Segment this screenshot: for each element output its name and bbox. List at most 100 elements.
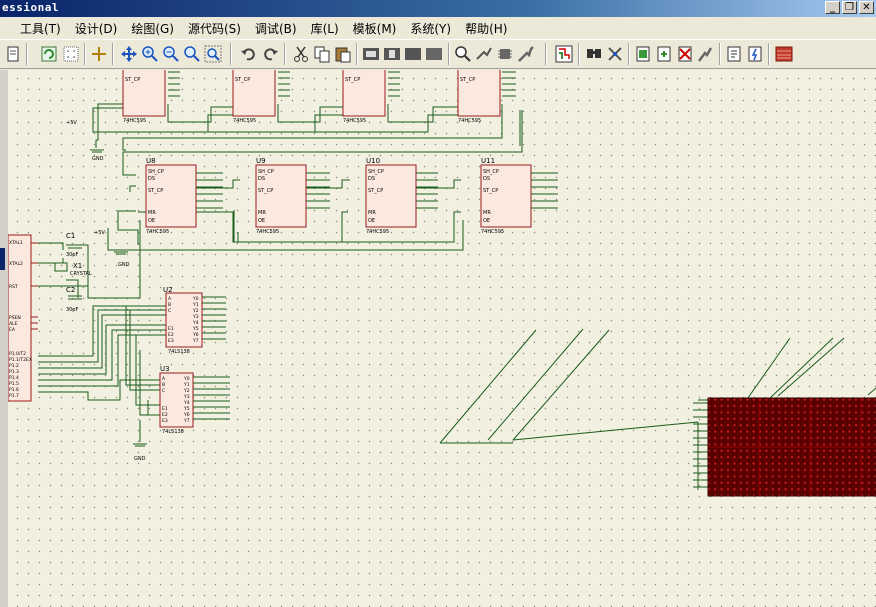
block-delete-icon[interactable] — [425, 45, 443, 63]
power-symbols: +5V GND +5V GND GND — [66, 120, 147, 462]
svg-text:ALE: ALE — [9, 321, 18, 327]
svg-text:P1.3: P1.3 — [9, 369, 19, 375]
svg-text:XTAL2: XTAL2 — [9, 261, 23, 267]
svg-text:ST_CP: ST_CP — [460, 77, 475, 83]
netlist-icon[interactable] — [746, 45, 764, 63]
svg-text:SH_CP: SH_CP — [148, 169, 164, 175]
block-copy-icon[interactable] — [362, 45, 380, 63]
menu-design[interactable]: 设计(D) — [74, 21, 118, 36]
origin-icon[interactable] — [90, 45, 108, 63]
close-button[interactable]: ✕ — [859, 1, 874, 14]
make-device-icon[interactable] — [475, 45, 493, 63]
chip-body[interactable] — [457, 70, 501, 117]
schematic-svg: ST_CP 74HC595 ST_CP 74HC595 ST_CP 74HC59… — [8, 70, 876, 497]
chip-body[interactable] — [122, 70, 166, 117]
minimize-button[interactable]: _ — [825, 1, 840, 14]
svg-text:ST_CP: ST_CP — [125, 77, 140, 83]
svg-text:C: C — [162, 388, 165, 394]
svg-text:GND: GND — [134, 456, 146, 462]
menu-debug[interactable]: 调试(B) — [254, 21, 297, 36]
svg-text:Y6: Y6 — [192, 332, 199, 338]
chip-body[interactable] — [165, 292, 203, 348]
block-move-icon[interactable] — [383, 45, 401, 63]
package-icon[interactable] — [496, 45, 514, 63]
svg-text:E1: E1 — [162, 406, 168, 412]
svg-text:MR: MR — [368, 210, 376, 216]
svg-text:MR: MR — [148, 210, 156, 216]
svg-text:P1.5: P1.5 — [9, 381, 19, 387]
svg-text:Y2: Y2 — [183, 388, 190, 394]
svg-text:OE: OE — [368, 218, 375, 224]
svg-text:74HC595: 74HC595 — [123, 118, 146, 124]
svg-text:Y1: Y1 — [183, 382, 190, 388]
menu-graph[interactable]: 绘图(G) — [131, 21, 174, 36]
svg-text:P1.4: P1.4 — [9, 375, 19, 381]
svg-text:A: A — [168, 296, 172, 302]
svg-text:U2: U2 — [163, 286, 173, 294]
svg-text:ST_CP: ST_CP — [235, 77, 250, 83]
svg-text:Y5: Y5 — [183, 406, 190, 412]
remove-sheet-icon[interactable] — [655, 45, 673, 63]
block-rotate-icon[interactable] — [404, 45, 422, 63]
crystal-body[interactable] — [54, 262, 68, 272]
svg-text:GND: GND — [92, 156, 104, 162]
menu-template[interactable]: 模板(M) — [352, 21, 397, 36]
chip-body[interactable] — [480, 164, 532, 228]
undo-icon[interactable] — [240, 45, 258, 63]
chip-body[interactable] — [255, 164, 307, 228]
menu-tools[interactable]: 工具(T) — [20, 21, 61, 36]
svg-text:RST: RST — [9, 284, 18, 290]
bom-icon[interactable] — [697, 45, 715, 63]
svg-text:+5V: +5V — [94, 230, 105, 236]
menu-help[interactable]: 帮助(H) — [465, 21, 508, 36]
ares-icon[interactable] — [775, 45, 793, 63]
erc-icon[interactable] — [725, 45, 743, 63]
grid-icon[interactable] — [62, 45, 80, 63]
zoom-in-icon[interactable] — [141, 45, 159, 63]
wire-autorouter-icon[interactable] — [555, 45, 573, 63]
chip-body[interactable] — [365, 164, 417, 228]
svg-text:Y1: Y1 — [192, 302, 199, 308]
chip-body[interactable] — [145, 164, 197, 228]
new-icon[interactable] — [4, 45, 22, 63]
chip-body[interactable] — [342, 70, 386, 117]
menu-system[interactable]: 系统(Y) — [410, 21, 452, 36]
menu-library[interactable]: 库(L) — [310, 21, 339, 36]
restore-button[interactable]: ❐ — [842, 1, 857, 14]
new-sheet-icon[interactable] — [634, 45, 652, 63]
svg-text:DS: DS — [148, 176, 155, 182]
decompose-icon[interactable] — [517, 45, 535, 63]
svg-text:GND: GND — [118, 262, 130, 268]
panel-selection-marker — [0, 248, 5, 270]
refresh-icon[interactable] — [40, 45, 58, 63]
svg-text:C: C — [168, 308, 171, 314]
svg-text:OE: OE — [483, 218, 490, 224]
svg-text:P1.0/T2: P1.0/T2 — [9, 351, 26, 357]
shift-register-row-2: U8 SH_CP DS ST_CP MR OE 74HC595 U9 SH_CP… — [145, 157, 532, 235]
microcontroller: XTAL1 XTAL2 RST PSEN ALE EA P1.0/T2 P1.1… — [8, 234, 38, 402]
svg-text:30pF: 30pF — [66, 252, 79, 258]
decoder-u3: U3 A B C E1 E2 E3 Y0 Y1 Y2 Y3 Y4 Y5 Y6 Y… — [159, 365, 194, 435]
exit-sheet-icon[interactable] — [676, 45, 694, 63]
menu-source[interactable]: 源代码(S) — [187, 21, 241, 36]
property-tool-icon[interactable] — [606, 45, 624, 63]
pick-device-icon[interactable] — [454, 45, 472, 63]
redo-icon[interactable] — [261, 45, 279, 63]
svg-text:EA: EA — [9, 327, 16, 333]
led-matrix — [693, 397, 876, 497]
zoom-area-icon[interactable] — [204, 45, 222, 63]
chip-body[interactable] — [232, 70, 276, 117]
search-icon[interactable] — [585, 45, 603, 63]
svg-text:P1.1/T2EX: P1.1/T2EX — [9, 357, 32, 363]
cut-icon[interactable] — [292, 45, 310, 63]
copy-icon[interactable] — [313, 45, 331, 63]
schematic-canvas[interactable]: ST_CP 74HC595 ST_CP 74HC595 ST_CP 74HC59… — [8, 70, 876, 607]
zoom-all-icon[interactable] — [183, 45, 201, 63]
svg-text:B: B — [168, 302, 171, 308]
mcu-body[interactable] — [8, 234, 32, 402]
pan-icon[interactable] — [120, 45, 138, 63]
paste-icon[interactable] — [334, 45, 352, 63]
chip-body[interactable] — [159, 372, 194, 428]
title-bar: essional _ ❐ ✕ — [0, 0, 876, 17]
zoom-out-icon[interactable] — [162, 45, 180, 63]
